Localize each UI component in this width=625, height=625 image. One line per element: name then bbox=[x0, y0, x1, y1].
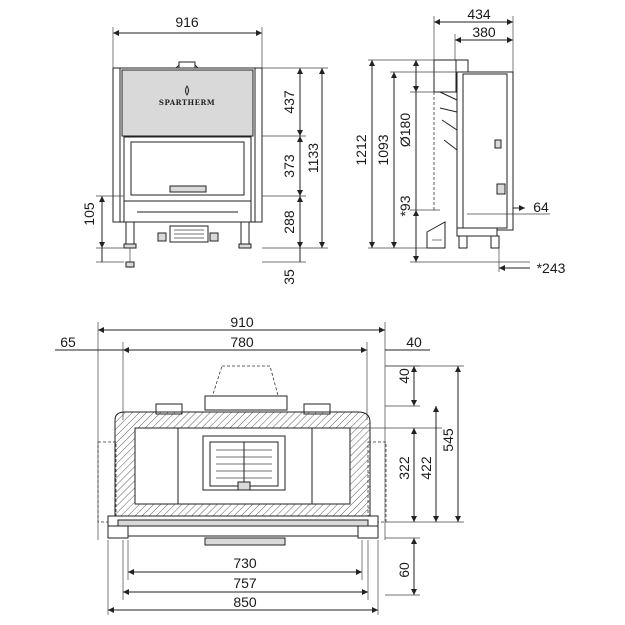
dim-top-outer-width: 910 bbox=[230, 314, 254, 330]
dim-flue-diameter: Ø180 bbox=[397, 113, 413, 147]
dim-depth-322: 322 bbox=[396, 456, 412, 480]
dim-offset-243: *243 bbox=[537, 260, 566, 276]
dim-foot: 35 bbox=[281, 269, 297, 285]
dim-side-height: 1093 bbox=[375, 134, 391, 165]
dim-lower-height: 288 bbox=[281, 210, 297, 234]
front-hood bbox=[121, 69, 254, 137]
dim-leg-left: 105 bbox=[81, 202, 97, 226]
dim-opening-height: 373 bbox=[281, 154, 297, 178]
dim-offset-64: 64 bbox=[533, 199, 549, 215]
dim-bottom-60: 60 bbox=[396, 562, 412, 578]
flame-logo-icon bbox=[185, 85, 189, 96]
dim-right-offset: 40 bbox=[406, 334, 422, 350]
side-view: 434 380 1212 1093 Ø180 bbox=[353, 6, 566, 276]
dim-left-offset: 65 bbox=[60, 334, 76, 350]
dim-width-757: 757 bbox=[233, 575, 257, 591]
dim-upper-height: 437 bbox=[281, 90, 297, 114]
dim-depth-545: 545 bbox=[440, 428, 456, 452]
side-flue bbox=[433, 59, 457, 93]
dim-width-850: 850 bbox=[233, 594, 257, 610]
front-view: 916 SPARTHERM bbox=[81, 14, 328, 285]
dim-side-body: 380 bbox=[472, 24, 496, 40]
dim-overall-height: 1212 bbox=[353, 134, 369, 165]
dim-top-inner-width: 780 bbox=[230, 334, 254, 350]
front-grate bbox=[169, 185, 207, 193]
top-flue bbox=[207, 365, 283, 411]
dim-depth-422: 422 bbox=[418, 456, 434, 480]
dim-width-730: 730 bbox=[233, 555, 257, 571]
dim-front-width: 916 bbox=[175, 14, 199, 30]
dim-total-height: 1133 bbox=[305, 143, 321, 173]
dim-offset-93: *93 bbox=[397, 195, 413, 216]
top-handle bbox=[204, 537, 286, 546]
brand-logo: SPARTHERM bbox=[159, 98, 215, 107]
dim-front-offset: 40 bbox=[396, 368, 412, 384]
top-view: 910 780 65 40 bbox=[55, 314, 464, 615]
dim-side-depth: 434 bbox=[467, 6, 491, 22]
